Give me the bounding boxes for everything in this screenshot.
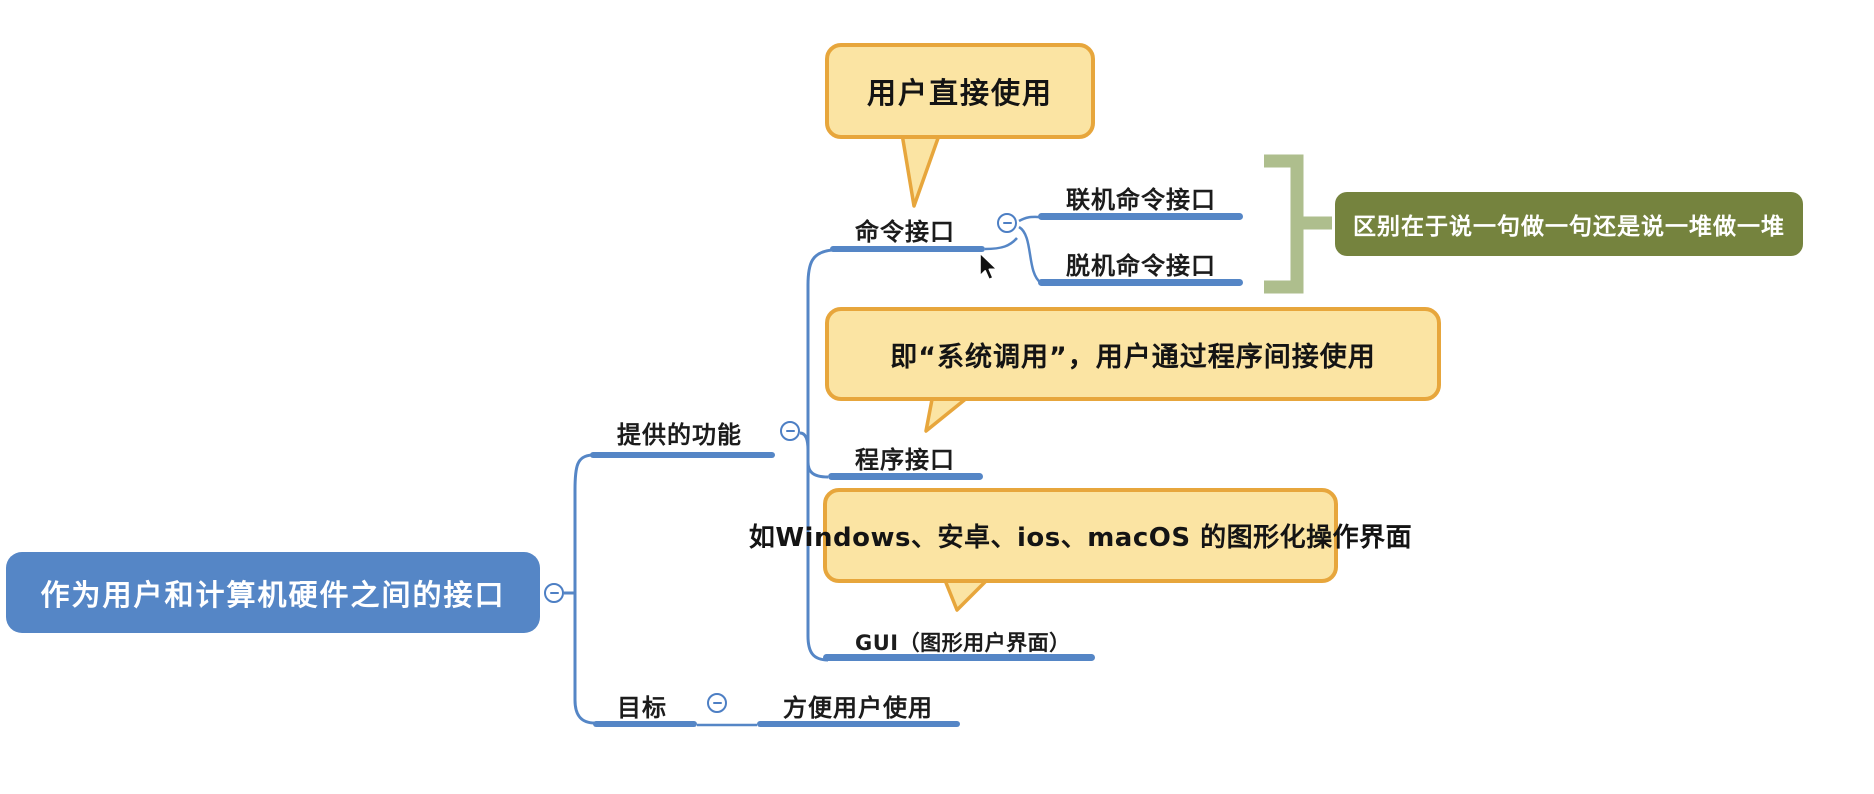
topic-tuoji-underline [1038,279,1243,286]
group-bracket [1264,154,1332,294]
topic-tuoji[interactable]: 脱机命令接口 [1066,246,1216,281]
minus-icon [785,429,795,433]
topic-gongneng-label: 提供的功能 [617,421,742,449]
topic-gui[interactable]: GUI（图形用户界面） [855,627,1071,657]
topic-lianji-label: 联机命令接口 [1066,186,1216,214]
topic-fangbian[interactable]: 方便用户使用 [783,688,933,723]
gongneng-branch-outer-line [806,248,833,662]
minus-icon [549,591,559,595]
topic-mingling[interactable]: 命令接口 [855,212,955,247]
topic-mubiao-label: 目标 [617,694,667,722]
root-branch-line [573,453,596,725]
collapse-button-gongneng[interactable] [780,421,800,441]
topic-mubiao-underline [593,721,697,727]
callout-gui-examples[interactable]: 如Windows、安卓、ios、macOS 的图形化操作界面 [749,488,1412,583]
callout-syscall-text: 即“系统调用”，用户通过程序间接使用 [890,341,1376,373]
note-difference-text: 区别在于说一句做一句还是说一堆做一堆 [1353,214,1785,240]
callout-user-direct-text: 用户直接使用 [866,76,1053,110]
root-topic-label: 作为用户和计算机硬件之间的接口 [40,577,506,612]
topic-chengxu[interactable]: 程序接口 [855,440,955,475]
note-difference[interactable]: 区别在于说一句做一句还是说一堆做一堆 [1335,192,1803,256]
collapse-button-mingling[interactable] [997,213,1017,233]
mingling-lead-line [984,237,1018,251]
callout-gui-examples-text: 如Windows、安卓、ios、macOS 的图形化操作界面 [748,523,1413,553]
callout-user-direct[interactable]: 用户直接使用 [825,43,1095,139]
topic-mubiao[interactable]: 目标 [617,688,667,723]
topic-chengxu-underline [828,473,983,480]
topic-gui-label: GUI（图形用户界面） [855,631,1071,655]
topic-fangbian-label: 方便用户使用 [783,694,933,722]
mingling-split-lower-line [1018,225,1042,285]
topic-gongneng[interactable]: 提供的功能 [617,415,742,450]
minus-icon [712,701,722,705]
topic-mingling-label: 命令接口 [855,218,955,246]
callout-syscall[interactable]: 即“系统调用”，用户通过程序间接使用 [825,307,1441,401]
minus-icon [1002,221,1012,225]
mouse-cursor-icon [979,252,998,281]
topic-fangbian-underline [757,721,960,727]
gongneng-branch-chengxu-line [806,461,829,479]
topic-lianji[interactable]: 联机命令接口 [1066,180,1216,215]
collapse-button-mubiao[interactable] [707,693,727,713]
topic-mingling-underline [830,246,985,252]
collapse-button-root[interactable] [544,583,564,603]
root-topic[interactable]: 作为用户和计算机硬件之间的接口 [6,552,540,633]
topic-lianji-underline [1038,213,1243,220]
topic-gui-underline [823,654,1095,661]
topic-chengxu-label: 程序接口 [855,446,955,474]
topic-tuoji-label: 脱机命令接口 [1066,252,1216,280]
topic-gongneng-underline [590,452,775,458]
